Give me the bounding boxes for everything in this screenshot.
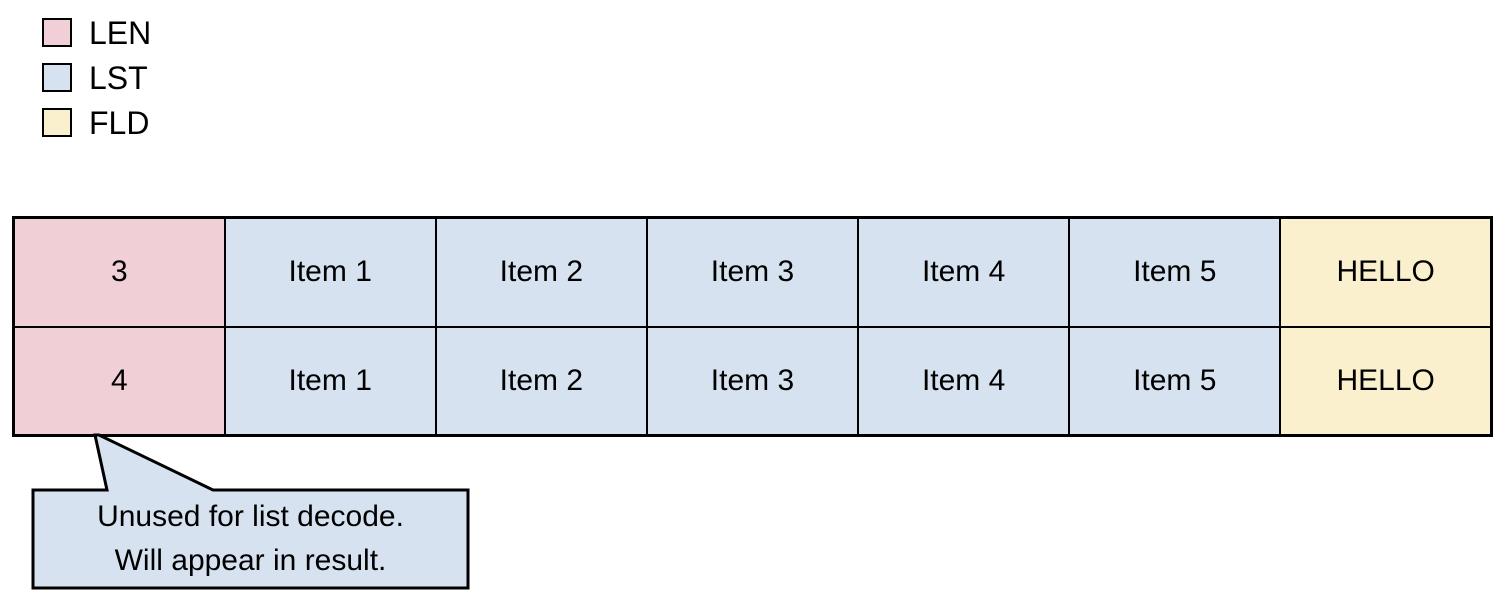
table-row: 3 Item 1 Item 2 Item 3 Item 4 Item 5 HEL… bbox=[12, 216, 1493, 328]
table-row: 4 Item 1 Item 2 Item 3 Item 4 Item 5 HEL… bbox=[12, 325, 1493, 437]
callout-line: Will appear in result. bbox=[114, 544, 387, 577]
legend-label-lst: LST bbox=[89, 59, 148, 96]
list-item-cell: Item 4 bbox=[857, 216, 1071, 328]
record-table: 3 Item 1 Item 2 Item 3 Item 4 Item 5 HEL… bbox=[12, 216, 1493, 437]
fld-swatch-icon bbox=[42, 108, 72, 137]
legend-item-lst: LST bbox=[42, 59, 151, 96]
callout: Unused for list decode. Will appear in r… bbox=[33, 490, 468, 588]
list-item-cell: Item 5 bbox=[1068, 325, 1282, 437]
list-item-cell: Item 5 bbox=[1068, 216, 1282, 328]
len-cell: 3 bbox=[12, 216, 226, 328]
list-item-cell: Item 4 bbox=[857, 325, 1071, 437]
legend-label-len: LEN bbox=[89, 14, 152, 51]
len-swatch-icon bbox=[42, 18, 72, 47]
list-item-cell: Item 1 bbox=[223, 216, 437, 328]
list-item-cell: Item 2 bbox=[434, 325, 648, 437]
lst-swatch-icon bbox=[42, 63, 72, 92]
list-item-cell: Item 1 bbox=[223, 325, 437, 437]
callout-line: Unused for list decode. bbox=[97, 500, 404, 533]
len-cell: 4 bbox=[12, 325, 226, 437]
list-item-cell: Item 3 bbox=[645, 325, 860, 437]
legend-label-fld: FLD bbox=[89, 104, 150, 141]
field-cell: HELLO bbox=[1279, 325, 1493, 437]
legend-item-len: LEN bbox=[42, 14, 152, 51]
list-item-cell: Item 2 bbox=[434, 216, 648, 328]
field-cell: HELLO bbox=[1279, 216, 1493, 328]
list-item-cell: Item 3 bbox=[645, 216, 860, 328]
legend-item-fld: FLD bbox=[42, 104, 151, 141]
legend: LEN LST FLD bbox=[42, 14, 152, 141]
